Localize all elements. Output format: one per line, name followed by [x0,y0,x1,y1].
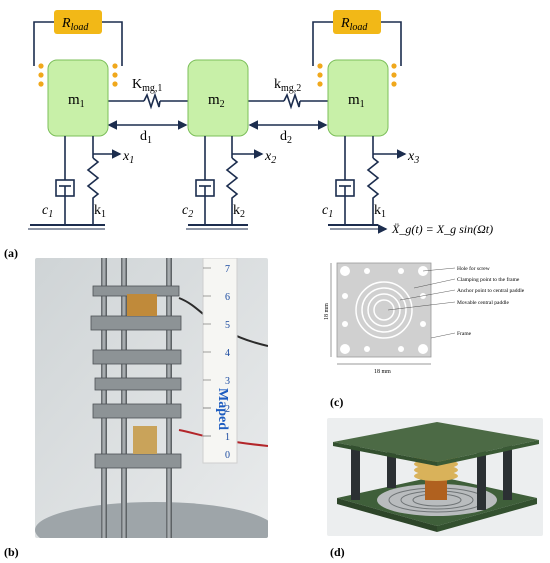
svg-text:0: 0 [225,450,230,461]
svg-text:7: 7 [225,264,230,275]
svg-text:c2: c2 [182,203,193,220]
panel-label-a: (a) [4,246,18,260]
rload-box-right [333,10,381,34]
svg-text:Kmg,1: Kmg,1 [132,77,162,94]
mass-2 [187,59,249,137]
mass-spring-damper-schematic: Rload Rload m1 m2 m1 Kmg,1 kmg,2 d1 d2 [28,10,493,236]
svg-text:k2: k2 [233,203,245,220]
svg-text:d2: d2 [280,129,292,146]
panel-label-d: (d) [330,545,345,559]
rload-box-left [54,10,102,34]
svg-text:3: 3 [225,376,230,387]
panel-label-c: (c) [330,395,344,409]
svg-text:Movable central paddle: Movable central paddle [457,300,509,306]
svg-text:Rload: Rload [340,16,368,33]
mass-1 [47,59,109,137]
svg-text:18 mm: 18 mm [324,303,330,320]
svg-text:Rload: Rload [61,16,89,33]
svg-text:k1: k1 [94,203,106,220]
panel-label-b: (b) [4,545,19,559]
svg-text:c1: c1 [42,203,53,220]
spring-2 [225,157,239,225]
svg-text:c1: c1 [322,203,333,220]
svg-text:k1: k1 [374,203,386,220]
magnetic-spring-1 [143,92,161,110]
spring-3 [366,157,380,225]
excitation-equation: Ẍ_g(t) = X_g sin(Ωt) [391,222,493,236]
spring-1 [86,157,100,225]
coil-dots [38,63,397,87]
load-circuit-right [312,21,402,66]
svg-text:5: 5 [225,320,230,331]
device-photo: 7 6 5 4 3 2 1 0 Maped [35,258,268,538]
ruler-brand: Maped [215,388,230,430]
svg-text:x2: x2 [264,149,276,166]
device-3d-render [327,418,543,536]
mass-3 [327,59,389,137]
svg-text:Clamping point to the frame: Clamping point to the frame [457,276,520,283]
svg-text:x1: x1 [122,149,134,166]
svg-text:m2: m2 [208,92,225,110]
spiral-chip-diagram: Hole for screw Clamping point to the fra… [322,258,532,388]
svg-text:2: 2 [225,404,230,415]
magnetic-spring-2 [283,92,301,110]
svg-text:Frame: Frame [457,331,472,337]
svg-text:18 mm: 18 mm [374,369,391,375]
svg-text:Hole for screw: Hole for screw [457,265,490,272]
svg-text:4: 4 [225,348,230,359]
svg-text:x3: x3 [407,149,419,166]
svg-text:1: 1 [225,432,230,443]
svg-text:m1: m1 [68,92,85,110]
svg-text:6: 6 [225,292,230,303]
svg-text:m1: m1 [348,92,365,110]
load-circuit-left [33,21,123,66]
svg-text:d1: d1 [140,129,152,146]
svg-text:kmg,2: kmg,2 [274,77,301,94]
ruler [202,258,238,464]
svg-text:Anchor point to central paddle: Anchor point to central paddle [457,288,525,294]
